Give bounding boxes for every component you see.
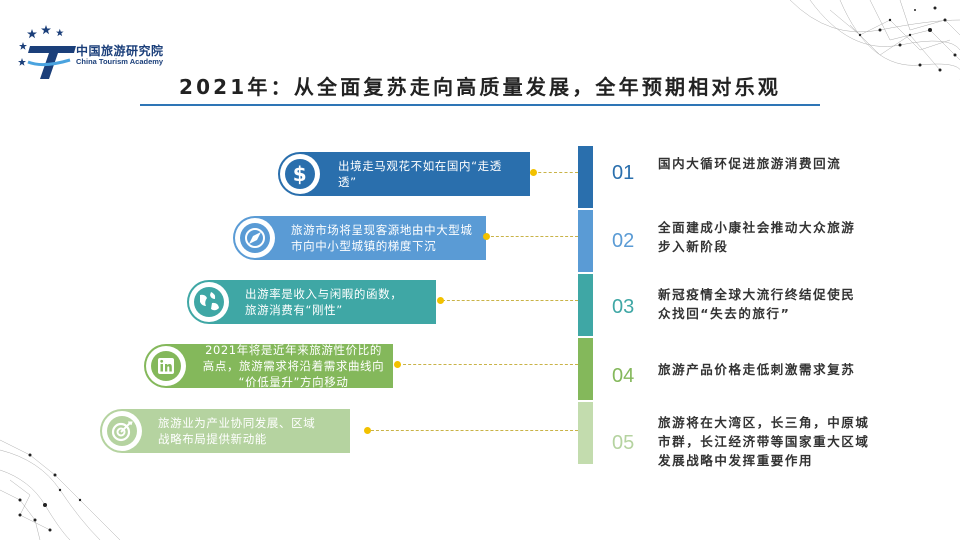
banner-3: 出游率是收入与闲暇的函数， 旅游消费有“刚性” (187, 280, 436, 324)
org-name-cn: 中国旅游研究院 (76, 44, 164, 58)
item-number-4: 04 (612, 365, 635, 387)
connector-line-5 (366, 430, 578, 431)
connector-dot-4 (394, 361, 401, 368)
item-text-5: 旅游将在大湾区，长三角，中原城 市群，长江经济带等国家重大区域 发展战略中发挥重… (658, 415, 870, 468)
item-number-1: 01 (612, 162, 635, 184)
network-decoration-top-right (789, 0, 960, 80)
network-decoration-bottom-left (0, 439, 121, 540)
dollar-icon: $ (280, 154, 320, 194)
item-number-5: 05 (612, 432, 635, 454)
connector-dot-3 (437, 297, 444, 304)
timeline-segment-1 (578, 146, 593, 208)
connector-line-4 (398, 364, 578, 365)
target-icon (102, 411, 142, 451)
banner-5: 旅游业为产业协同发展、区域 战略布局提供新动能 (100, 409, 350, 453)
item-number-3: 03 (612, 296, 635, 318)
item-number-2: 02 (612, 230, 635, 252)
timeline-segment-2 (578, 210, 593, 272)
timeline-segment-4 (578, 338, 593, 400)
banner-2: 旅游市场将呈现客源地由中大型城 市向中小型城镇的梯度下沉 (233, 216, 486, 260)
connector-dot-2 (483, 233, 490, 240)
item-text-1: 国内大循环促进旅游消费回流 (658, 156, 842, 171)
connector-dot-5 (364, 427, 371, 434)
item-text-3: 新冠疫情全球大流行终结促使民 众找回“失去的旅行” (658, 287, 856, 321)
timeline-segment-3 (578, 274, 593, 336)
linkedin-icon (146, 346, 186, 386)
banner-text: 2021年将是近年来旅游性价比的 高点，旅游需求将沿着需求曲线向 “价低量升”方… (202, 343, 385, 389)
item-text-2: 全面建成小康社会推动大众旅游 步入新阶段 (658, 220, 856, 254)
connector-dot-1 (530, 169, 537, 176)
item-text-4: 旅游产品价格走低刺激需求复苏 (658, 362, 856, 377)
connector-line-2 (486, 236, 578, 237)
banner-text: 出境走马观花不如在国内“走透 透” (338, 159, 502, 189)
title-underline (140, 104, 820, 106)
svg-text:$: $ (293, 162, 308, 186)
banner-1: $ 出境走马观花不如在国内“走透 透” (278, 152, 530, 196)
banner-4: 2021年将是近年来旅游性价比的 高点，旅游需求将沿着需求曲线向 “价低量升”方… (144, 343, 393, 389)
banner-text: 出游率是收入与闲暇的函数， 旅游消费有“刚性” (245, 287, 403, 317)
logo: 中国旅游研究院 China Tourism Academy (18, 24, 198, 80)
banner-text: 旅游市场将呈现客源地由中大型城 市向中小型城镇的梯度下沉 (291, 223, 473, 253)
connector-line-3 (442, 300, 578, 301)
org-name-en: China Tourism Academy (76, 57, 164, 66)
timeline-segment-5 (578, 402, 593, 464)
page-title: 2021年：从全面复苏走向高质量发展，全年预期相对乐观 (178, 75, 782, 99)
compass-icon (235, 218, 275, 258)
academy-logo-icon (18, 25, 76, 79)
banner-text: 旅游业为产业协同发展、区域 战略布局提供新动能 (158, 416, 316, 446)
globe-icon (189, 282, 229, 322)
connector-line-1 (533, 172, 578, 173)
